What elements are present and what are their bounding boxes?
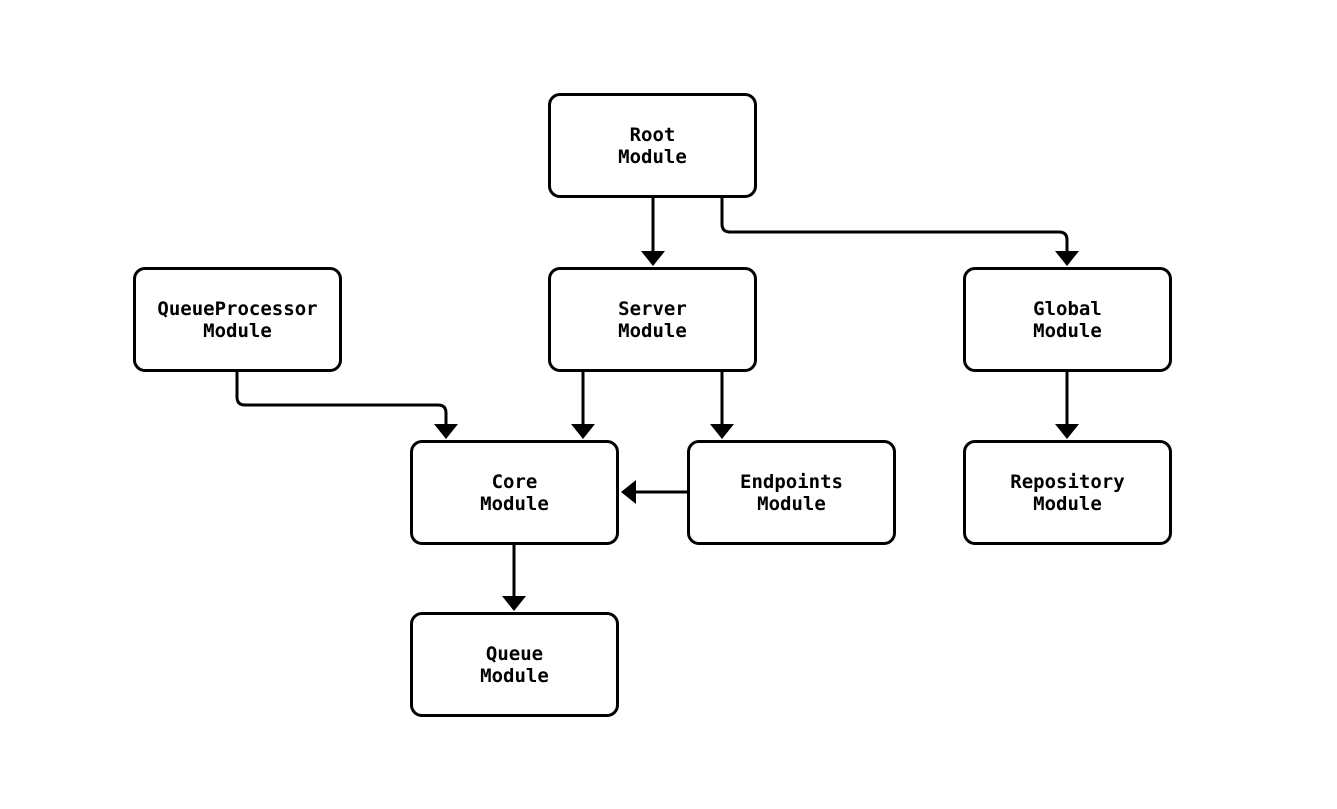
node-label-line2: Module (1033, 492, 1102, 515)
node-server-module: Server Module (548, 267, 757, 372)
edge-core-to-queue (502, 545, 526, 611)
node-label-line1: Global (1033, 297, 1102, 320)
edge-global-to-repository (1055, 372, 1079, 439)
node-label-line1: Endpoints (740, 470, 843, 493)
node-repository-module: Repository Module (963, 440, 1172, 545)
node-label-line1: Repository (1010, 470, 1125, 493)
node-label-line2: Module (1033, 319, 1102, 342)
edge-root-to-global (720, 198, 1079, 266)
node-queueprocessor-module: QueueProcessor Module (133, 267, 342, 372)
node-label-line1: QueueProcessor (157, 297, 318, 320)
node-global-module: Global Module (963, 267, 1172, 372)
node-label-line1: Core (491, 470, 538, 493)
node-label-line1: Queue (485, 642, 544, 665)
edge-endpoints-to-core (621, 480, 687, 504)
node-root-module: Root Module (548, 93, 757, 198)
edge-queueprocessor-to-core (235, 372, 458, 439)
node-label-line2: Module (480, 492, 549, 515)
node-label-line2: Module (480, 664, 549, 687)
edge-server-to-core (571, 372, 595, 439)
node-label-line2: Module (757, 492, 826, 515)
node-label-line2: Module (618, 145, 687, 168)
node-label-line2: Module (203, 319, 272, 342)
node-label-line2: Module (618, 319, 687, 342)
edge-server-to-endpoints (710, 372, 734, 439)
node-queue-module: Queue Module (410, 612, 619, 717)
edge-root-to-server (641, 198, 665, 266)
node-label-line1: Server (618, 297, 687, 320)
node-core-module: Core Module (410, 440, 619, 545)
node-label-line1: Root (629, 123, 676, 146)
node-endpoints-module: Endpoints Module (687, 440, 896, 545)
